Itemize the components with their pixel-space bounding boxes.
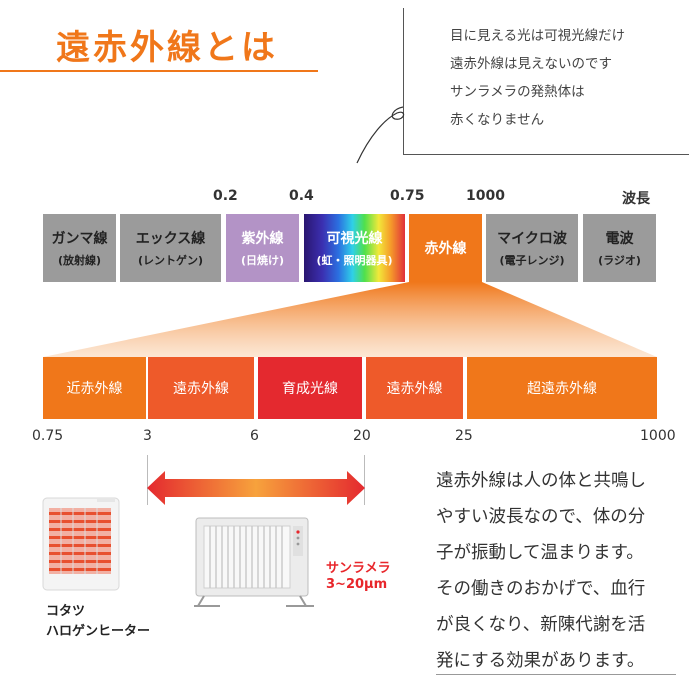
band-sub: (放射線): [57, 254, 102, 267]
body-line: 発にする効果があります。: [436, 651, 645, 671]
wavelength-label: 0.2: [213, 188, 238, 204]
sunlamera-caption: サンラメラ: [326, 561, 391, 576]
body-line: 子が振動して温まります。: [436, 543, 644, 563]
panel-heater-icon: [194, 517, 314, 607]
ir-segment-near: 近赤外線: [43, 357, 146, 419]
band-name: 紫外線: [241, 231, 284, 247]
body-line: 遠赤外線は人の体と共鳴し: [436, 471, 646, 491]
band-sub: (レントゲン): [137, 254, 204, 267]
spectrum-band-microwave: マイクロ波 (電子レンジ): [486, 214, 578, 282]
wavelength-label: 0.75: [390, 188, 425, 204]
ir-tick-label: 20: [353, 428, 371, 444]
spectrum-band-gamma: ガンマ線 (放射線): [43, 214, 116, 282]
wavelength-label: 1000: [466, 188, 505, 204]
band-sub: (電子レンジ): [499, 254, 565, 267]
band-name: 電波: [605, 231, 634, 247]
note-line: サンラメラの発熱体は: [450, 84, 585, 100]
ir-tick-label: 0.75: [32, 428, 64, 444]
wavelength-label: 波長: [622, 191, 650, 207]
band-name: マイクロ波: [497, 231, 567, 247]
note-frame-horizontal: [403, 154, 689, 155]
ir-tick-label: 6: [250, 428, 259, 444]
band-name: 赤外線: [424, 241, 467, 257]
note-line: 赤くなりません: [450, 112, 545, 128]
ir-tick-label: 3: [143, 428, 152, 444]
wavelength-label: 0.4: [289, 188, 314, 204]
sunlamera-range-caption: 3~20μm: [326, 577, 388, 592]
spectrum-band-visible: 可視光線 (虹・照明器具): [304, 214, 405, 282]
note-line: 遠赤外線は見えないのです: [450, 56, 612, 72]
spectrum-band-infrared: 赤外線: [409, 214, 482, 282]
infrared-expansion-funnel: [43, 282, 657, 357]
body-line: やすい波長なので、体の分: [436, 507, 646, 527]
decorative-curve-icon: [356, 106, 405, 164]
body-line: その働きのおかげで、血行: [436, 579, 646, 599]
body-line: が良くなり、新陳代謝を活: [436, 615, 646, 635]
band-name: 可視光線: [326, 231, 383, 247]
note-line: 目に見える光は可視光線だけ: [450, 28, 626, 44]
band-name: ガンマ線: [51, 231, 108, 247]
page-title: 遠赤外線とは: [56, 28, 278, 68]
band-sub: (ラジオ): [598, 254, 641, 267]
ir-tick-label: 25: [455, 428, 473, 444]
band-name: エックス線: [135, 231, 206, 247]
kotatsu-caption: コタツ: [46, 604, 86, 619]
body-underline: [436, 674, 676, 675]
note-frame-vertical: [403, 8, 404, 154]
range-guide-right: [364, 455, 365, 505]
spectrum-band-radio: 電波 (ラジオ): [583, 214, 656, 282]
spectrum-band-uv: 紫外線 (日焼け): [226, 214, 299, 282]
ir-segment-ultra-far: 超遠赤外線: [467, 357, 657, 419]
ir-segment-growth-light: 育成光線: [258, 357, 362, 419]
ir-segment-far: 遠赤外線: [366, 357, 463, 419]
band-sub: (虹・照明器具): [316, 254, 393, 267]
title-underline: [0, 70, 318, 72]
ir-tick-label: 1000: [640, 428, 676, 444]
halogen-caption: ハロゲンヒーター: [46, 624, 151, 639]
range-guide-left: [147, 455, 148, 505]
ir-segment-far: 遠赤外線: [148, 357, 254, 419]
spectrum-band-xray: エックス線 (レントゲン): [120, 214, 221, 282]
halogen-heater-icon: [42, 497, 120, 591]
range-arrow-icon: [147, 471, 365, 505]
band-sub: (日焼け): [240, 254, 285, 267]
